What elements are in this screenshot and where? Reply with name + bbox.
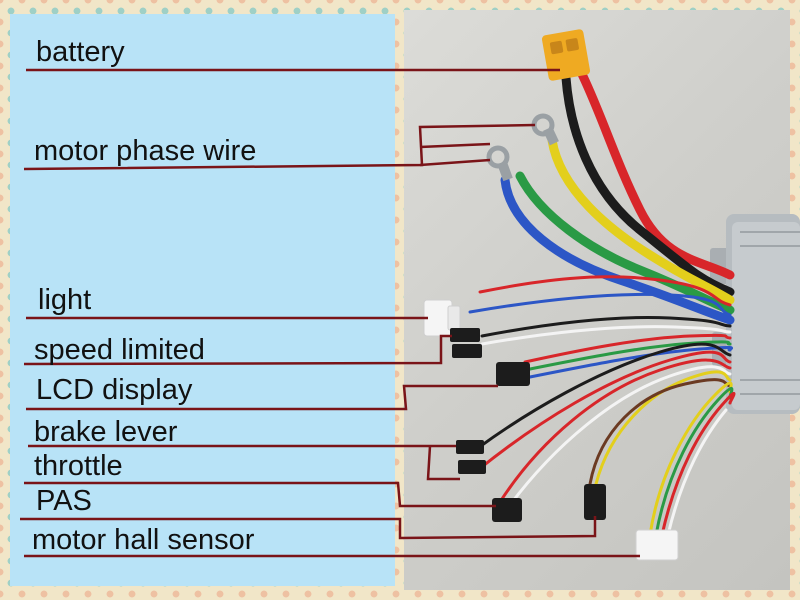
lcd-display-leader (26, 384, 498, 411)
pas-wire-yellow (594, 370, 732, 486)
phase-wire-yellow (547, 135, 735, 305)
speed-limited-connector (450, 328, 482, 358)
throttle-connector (492, 498, 522, 522)
label-motor-phase-wire: motor phase wire (34, 135, 257, 167)
phase-leader-branch-2 (419, 158, 491, 167)
label-lcd-display: LCD display (36, 374, 193, 406)
throttle-wire-red (498, 358, 732, 504)
battery-wire-black (561, 73, 735, 297)
label-pas: PAS (36, 485, 92, 517)
pas-leader (20, 516, 597, 540)
lcd-wire-green (523, 340, 732, 372)
motor-hall-connector (635, 529, 679, 561)
light-connector (423, 299, 461, 337)
label-panel (10, 14, 395, 586)
light-wire-blue (468, 292, 732, 317)
brake-lever-connector (456, 440, 486, 474)
wire-bundle (468, 65, 736, 537)
hall-wire-green (654, 386, 734, 537)
battery-connector (541, 29, 591, 81)
label-motor-hall-sensor: motor hall sensor (32, 524, 255, 556)
throttle-leader (24, 481, 496, 508)
pas-wire-brown (588, 378, 732, 486)
brake-wire-red (476, 350, 732, 472)
label-throttle: throttle (34, 450, 123, 482)
speed-wire-white (480, 325, 732, 346)
lcd-display-connector (496, 362, 530, 386)
battery-wire-red (575, 65, 735, 280)
lcd-wire-blue (523, 345, 733, 380)
speed-wire-black (480, 315, 732, 338)
throttle-wire-white (508, 365, 732, 507)
lcd-wire-red (523, 333, 732, 364)
label-speed-limited: speed limited (34, 334, 205, 366)
light-wire-red (478, 275, 732, 307)
leader-lines (20, 68, 640, 558)
brake-lever-leader-branch (426, 445, 460, 481)
label-battery: battery (36, 36, 125, 68)
hall-wire-white (666, 408, 728, 537)
phase-leader-branch (419, 142, 491, 149)
brake-wire-black (476, 342, 732, 450)
label-light: light (38, 284, 92, 316)
hall-wire-yellow (648, 381, 733, 537)
hall-wire-red (660, 391, 736, 537)
speed-limited-leader (23, 334, 452, 366)
label-brake-lever: brake lever (34, 416, 178, 448)
pas-connector (584, 484, 606, 520)
